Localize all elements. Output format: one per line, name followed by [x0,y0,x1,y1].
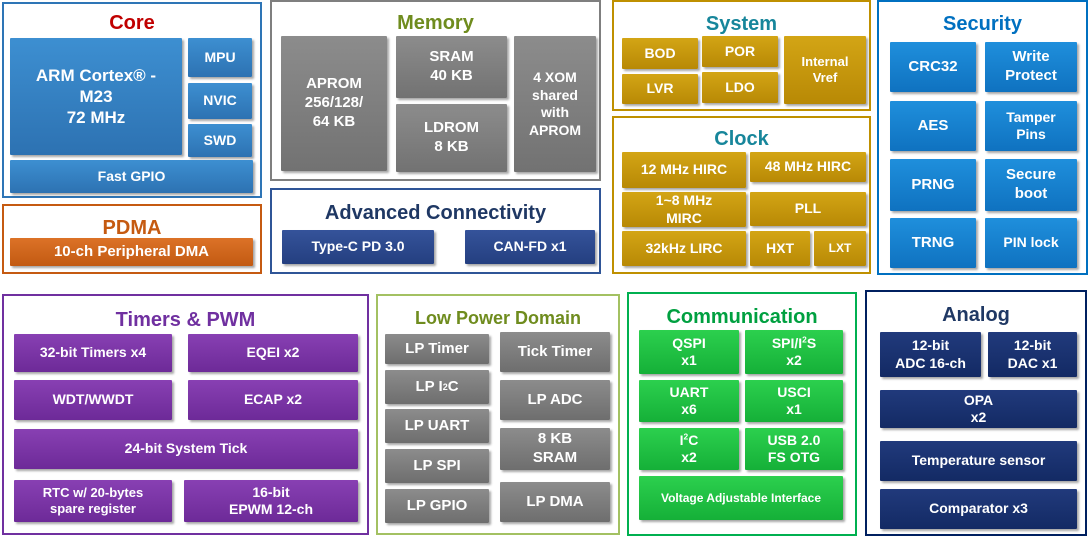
communication-title: Communication [666,306,818,328]
timers-panel: Timers & PWM 32-bit Timers x4 EQEI x2 WD… [2,294,369,535]
spi-i2s-label-pre: SPI/I [771,334,803,351]
temp-sensor-block: Temperature sensor [880,441,1077,481]
memory-title: Memory [397,12,474,34]
i2c-count: x2 [681,449,697,465]
xom-block: 4 XOM shared with APROM [514,36,596,172]
tamper-block: Tamper Pins [985,101,1077,151]
memory-panel: Memory APROM 256/128/ 64 KB SRAM 40 KB L… [270,0,601,181]
vai-block: Voltage Adjustable Interface [639,476,843,520]
core-title: Core [109,12,155,34]
adc-block: 12-bit ADC 16-ch [880,332,981,377]
crc32-block: CRC32 [890,42,976,92]
spi-i2s-label: SPI/I2S [772,335,816,353]
fast-gpio-block: Fast GPIO [10,160,253,193]
low-power-title: Low Power Domain [414,308,582,328]
ldo-block: LDO [702,72,778,103]
lp-gpio-block: LP GPIO [385,489,489,523]
pll-block: PLL [750,192,866,226]
timers32-block: 32-bit Timers x4 [14,334,172,372]
pdma-block: 10-ch Peripheral DMA [10,238,253,266]
i2c-label-post: C [688,431,699,448]
lp-uart-block: LP UART [385,409,489,443]
ecap-block: ECAP x2 [188,380,358,420]
aes-block: AES [890,101,976,151]
spi-i2s-count: x2 [786,352,802,368]
can-fd-block: CAN-FD x1 [465,230,595,264]
trng-block: TRNG [890,218,976,268]
connectivity-panel: Advanced Connectivity Type-C PD 3.0 CAN-… [270,188,601,274]
write-protect-block: Write Protect [985,42,1077,92]
cpu-block: ARM Cortex® - M23 72 MHz [10,38,182,155]
spi-i2s-label-post: S [806,334,817,351]
tick-timer-block: Tick Timer [500,332,610,372]
swd-block: SWD [188,124,252,157]
pin-lock-block: PIN lock [985,218,1077,268]
system-panel: System BOD POR LVR LDO Internal Vref [612,0,871,111]
bod-block: BOD [622,38,698,69]
usci-block: USCI x1 [745,380,843,422]
type-c-block: Type-C PD 3.0 [282,230,434,264]
low-power-panel: Low Power Domain LP Timer Tick Timer LP … [376,294,620,535]
system-title: System [705,13,778,35]
clock-panel: Clock 12 MHz HIRC 48 MHz HIRC 1~8 MHz MI… [612,116,871,274]
clock-title: Clock [714,128,769,150]
i2c-block: I2C x2 [639,428,739,470]
lp-sram-block: 8 KB SRAM [500,428,610,470]
analog-title: Analog [942,304,1010,326]
security-panel: Security CRC32 Write Protect AES Tamper … [877,0,1088,275]
lp-dma-block: LP DMA [500,482,610,522]
systick-block: 24-bit System Tick [14,429,358,469]
eqei-block: EQEI x2 [188,334,358,372]
hirc12-block: 12 MHz HIRC [622,152,746,188]
lp-timer-block: LP Timer [385,334,489,364]
analog-panel: Analog 12-bit ADC 16-ch 12-bit DAC x1 OP… [865,290,1087,536]
lp-adc-block: LP ADC [500,380,610,420]
wdt-block: WDT/WWDT [14,380,172,420]
secure-boot-block: Secure boot [985,159,1077,211]
lp-spi-block: LP SPI [385,449,489,483]
spi-i2s-block: SPI/I2S x2 [745,330,843,374]
i2c-label: I2C [680,432,699,450]
connectivity-title: Advanced Connectivity [324,202,547,224]
ldrom-block: LDROM 8 KB [396,104,507,172]
por-block: POR [702,36,778,67]
sram-block: SRAM 40 KB [396,36,507,98]
rtc-block: RTC w/ 20-bytes spare register [14,480,172,522]
security-title: Security [943,13,1022,35]
vref-block: Internal Vref [784,36,866,104]
opa-block: OPA x2 [880,390,1077,428]
epwm-block: 16-bit EPWM 12-ch [184,480,358,522]
spi-i2s-label-sup: 2 [802,333,807,344]
i2c-label-pre: I [679,431,684,448]
pdma-panel: PDMA 10-ch Peripheral DMA [2,204,262,274]
dac-block: 12-bit DAC x1 [988,332,1077,377]
timers-title: Timers & PWM [115,309,256,331]
aprom-block: APROM 256/128/ 64 KB [281,36,387,171]
uart-block: UART x6 [639,380,739,422]
i2c-label-sup: 2 [683,430,689,441]
lvr-block: LVR [622,74,698,104]
mirc-block: 1~8 MHz MIRC [622,192,746,227]
pdma-title: PDMA [102,217,162,239]
communication-panel: Communication QSPI x1 SPI/I2S x2 UART x6… [627,292,857,536]
hxt-block: HXT [750,231,810,266]
lp-i2c-label-post: C [447,377,459,395]
lp-i2c-label-pre: LP I [415,377,443,395]
usb-block: USB 2.0 FS OTG [745,428,843,470]
hirc48-block: 48 MHz HIRC [750,152,866,182]
nvic-block: NVIC [188,83,252,119]
qspi-block: QSPI x1 [639,330,739,374]
core-panel: Core ARM Cortex® - M23 72 MHz MPU NVIC S… [2,2,262,198]
lxt-block: LXT [814,231,866,266]
mpu-block: MPU [188,38,252,77]
comparator-block: Comparator x3 [880,489,1077,529]
prng-block: PRNG [890,159,976,211]
lirc-block: 32kHz LIRC [622,231,746,266]
